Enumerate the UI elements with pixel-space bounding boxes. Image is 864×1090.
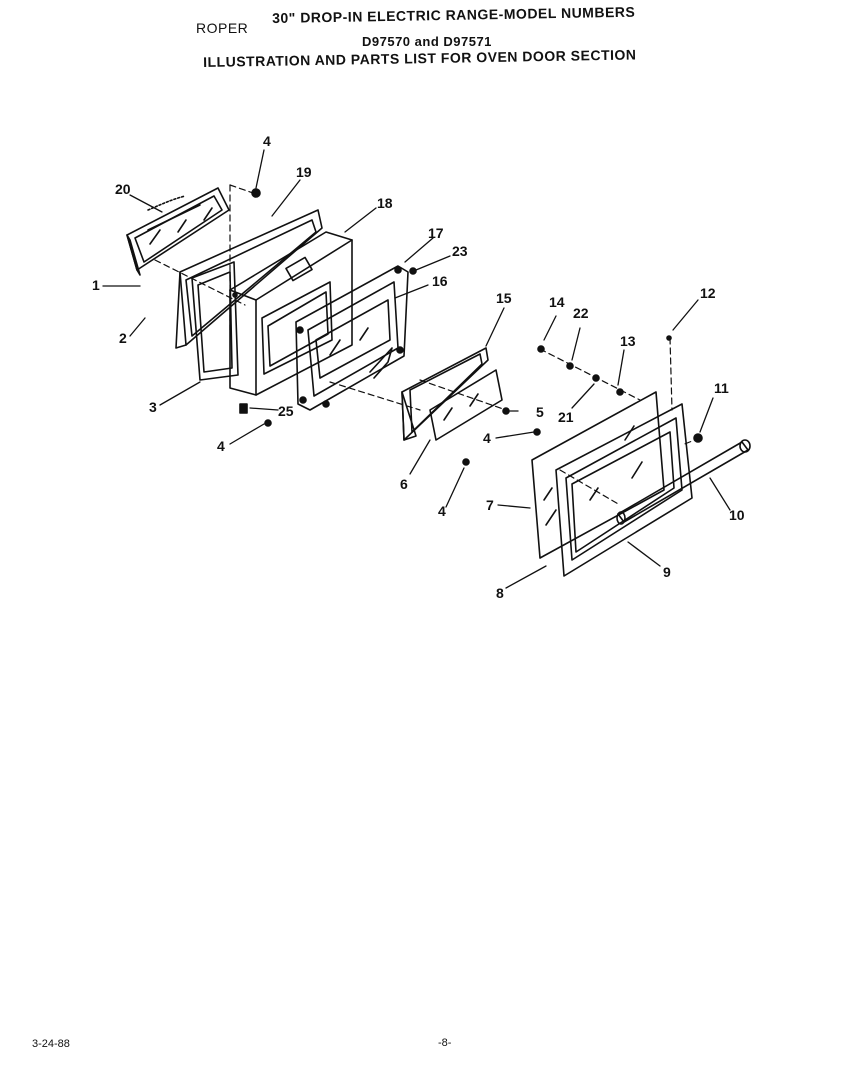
callout-23: 23 bbox=[452, 243, 468, 259]
callout-10: 10 bbox=[729, 507, 745, 523]
callout-20: 20 bbox=[115, 181, 131, 197]
callout-11: 11 bbox=[714, 380, 729, 396]
callout-14: 14 bbox=[549, 294, 565, 310]
callout-16: 16 bbox=[432, 273, 448, 289]
page-number: -8- bbox=[438, 1037, 452, 1049]
model-numbers: D97570 and D97571 bbox=[362, 34, 492, 49]
callout-2: 2 bbox=[119, 330, 127, 346]
inner-door-panel-part-20 bbox=[127, 188, 229, 275]
window-glass-part-6 bbox=[430, 370, 502, 440]
callout-22: 22 bbox=[573, 305, 589, 321]
callout-labels: 20 4 19 18 17 23 16 1 2 3 25 4 15 5 4 6 … bbox=[92, 133, 745, 601]
outer-door-frame-part-9 bbox=[556, 404, 692, 576]
callout-4a: 4 bbox=[263, 133, 271, 149]
alignment-lines bbox=[155, 185, 700, 505]
leader-lines bbox=[103, 150, 730, 588]
callout-3: 3 bbox=[149, 399, 157, 415]
callout-1: 1 bbox=[92, 277, 100, 293]
footer-date: 3-24-88 bbox=[32, 1038, 70, 1050]
fasteners bbox=[240, 189, 702, 465]
callout-12: 12 bbox=[700, 285, 716, 301]
callout-19: 19 bbox=[296, 164, 312, 180]
callout-25: 25 bbox=[278, 403, 294, 419]
door-handle-part-10 bbox=[616, 439, 751, 525]
callout-13: 13 bbox=[620, 333, 636, 349]
door-liner-part-3 bbox=[192, 262, 238, 380]
callout-17: 17 bbox=[428, 225, 444, 241]
callout-8: 8 bbox=[496, 585, 504, 601]
callout-4b: 4 bbox=[217, 438, 225, 454]
callout-21: 21 bbox=[558, 409, 574, 425]
outer-glass-part-7 bbox=[532, 392, 664, 558]
door-gasket-part-19 bbox=[176, 210, 322, 348]
callout-7: 7 bbox=[486, 497, 494, 513]
window-frame-part-15 bbox=[402, 348, 488, 440]
callout-5: 5 bbox=[536, 404, 544, 420]
door-frame-part-17 bbox=[296, 266, 408, 410]
callout-4d: 4 bbox=[438, 503, 446, 519]
callout-9: 9 bbox=[663, 564, 671, 580]
callout-18: 18 bbox=[377, 195, 393, 211]
callout-4c: 4 bbox=[483, 430, 491, 446]
brand-label: ROPER bbox=[196, 20, 249, 36]
callout-15: 15 bbox=[496, 290, 512, 306]
callout-6: 6 bbox=[400, 476, 408, 492]
